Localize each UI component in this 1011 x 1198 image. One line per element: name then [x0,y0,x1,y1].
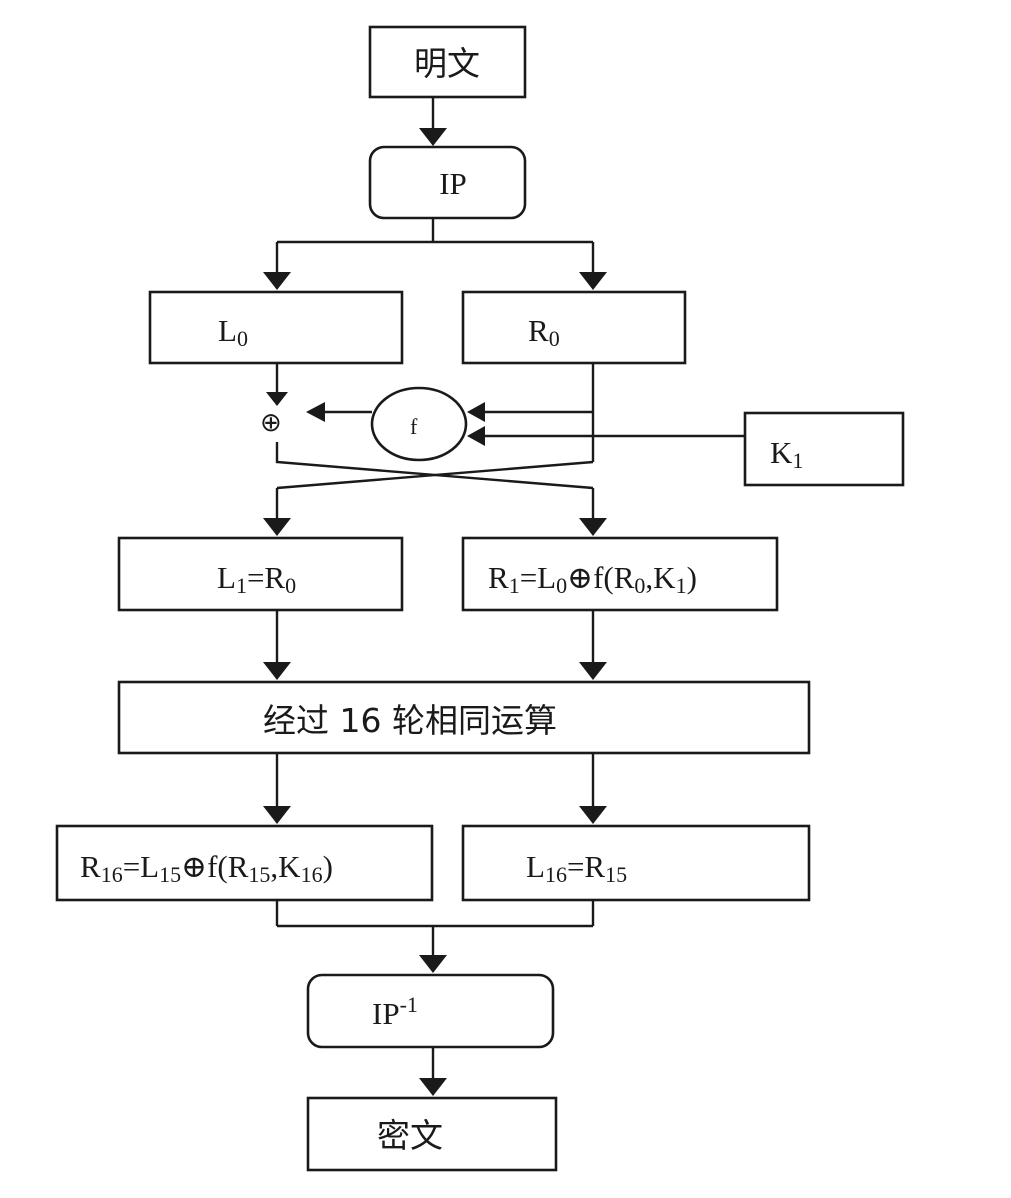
plaintext-box: 明文 [368,25,527,99]
ip-inverse-label: IP-1 [372,992,418,1031]
ip-box: IP [368,145,527,220]
ciphertext-label: 密文 [377,1116,443,1155]
k1-label: K1 [770,435,803,473]
r16-label: R16=L15⊕f(R15,K16) [80,849,333,887]
r1-label: R1=L0⊕f(R0,K1) [488,560,697,598]
rounds-box: 经过 16 轮相同运算 [117,680,811,755]
r1-box: R1=L0⊕f(R0,K1) [461,536,779,612]
l1-label: L1=R0 [217,560,296,598]
plaintext-label: 明文 [414,44,480,83]
f-function-node: f [370,386,468,462]
r0-box: R0 [461,290,687,365]
ip-inverse-box: IP-1 [306,973,555,1049]
l16-label: L16=R15 [526,849,627,887]
r0-label: R0 [528,313,560,351]
ip-label: IP [439,166,467,201]
r16-box: R16=L15⊕f(R15,K16) [55,824,434,902]
f-label: f [410,414,418,439]
l0-box: L0 [148,290,404,365]
k1-box: K1 [743,411,905,487]
l1-box: L1=R0 [117,536,404,612]
l0-label: L0 [218,313,248,351]
xor-symbol: ⊕ [260,408,282,438]
rounds-label: 经过 16 轮相同运算 [263,701,557,740]
l16-box: L16=R15 [461,824,811,902]
connectors [263,97,745,1096]
ciphertext-box: 密文 [306,1096,558,1172]
